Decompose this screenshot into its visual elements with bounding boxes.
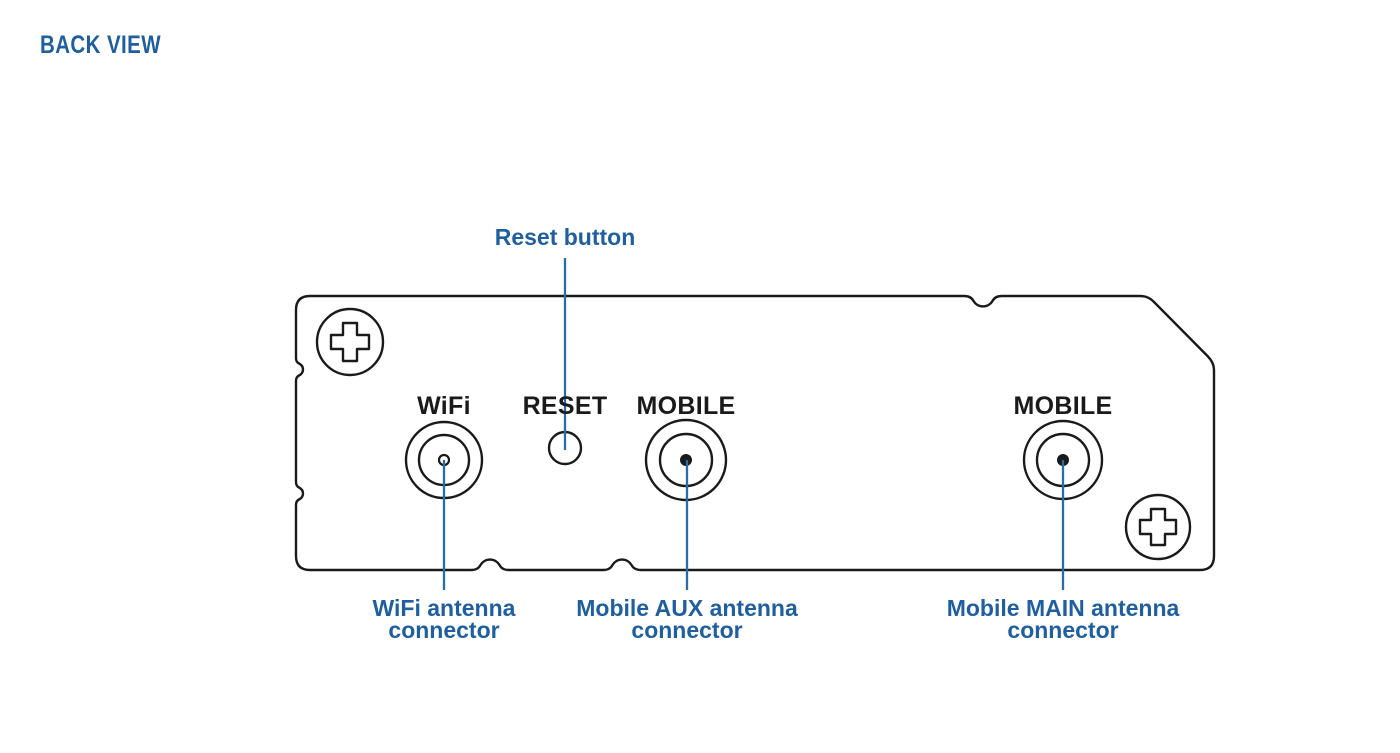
silkscreen-label-mobile-aux: MOBILE bbox=[636, 392, 736, 420]
screw-top-left bbox=[315, 307, 385, 377]
silkscreen-label-mobile-main: MOBILE bbox=[1013, 392, 1113, 420]
silkscreen-label-reset: RESET bbox=[522, 392, 608, 420]
device-outline bbox=[294, 294, 1216, 572]
callout-mobile-main-antenna-connector: Mobile MAIN antenna connector bbox=[946, 595, 1180, 643]
callout-wifi-antenna-connector: WiFi antenna connector bbox=[372, 595, 516, 643]
page-title: BACK VIEW bbox=[40, 31, 162, 59]
screw-bottom-right bbox=[1124, 493, 1192, 561]
callout-mobile-aux-antenna-connector: Mobile AUX antenna connector bbox=[576, 595, 798, 643]
silkscreen-label-wifi: WiFi bbox=[417, 392, 471, 420]
callout-reset-button: Reset button bbox=[494, 224, 636, 250]
